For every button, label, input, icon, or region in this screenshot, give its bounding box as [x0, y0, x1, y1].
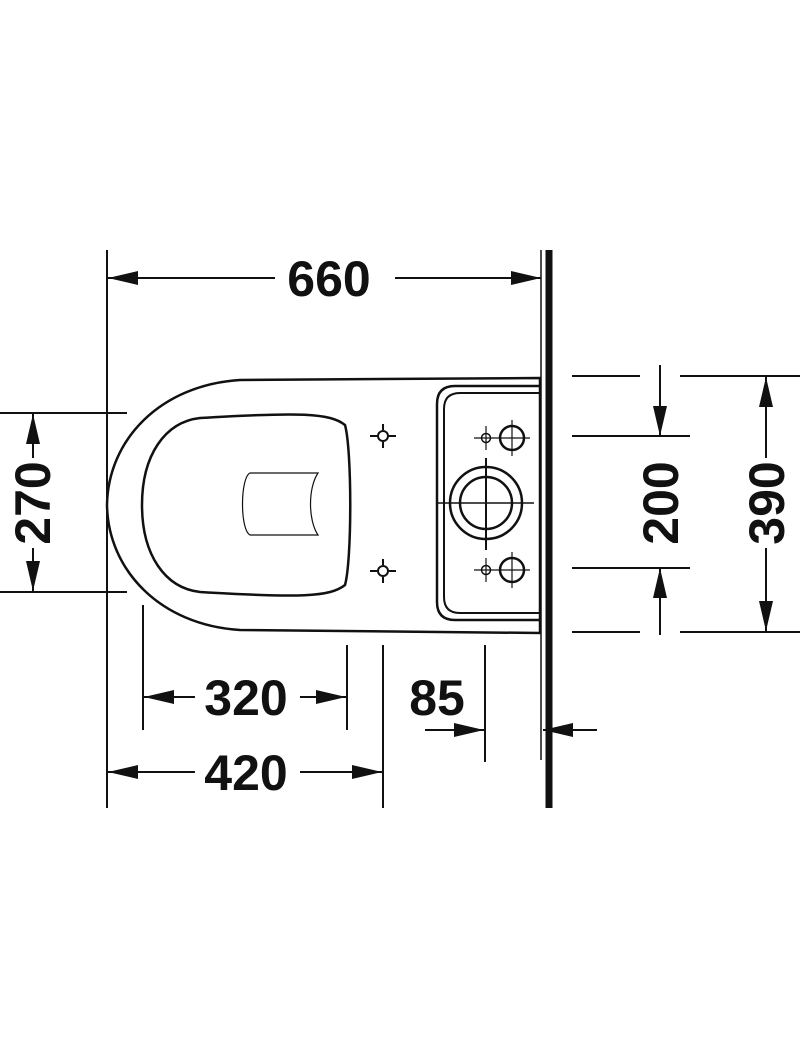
extension-lines	[0, 250, 800, 808]
dimension-85: 85	[409, 670, 465, 726]
dimension-660: 660	[287, 251, 370, 307]
dimension-200: 200	[633, 461, 689, 544]
dimension-390: 390	[739, 461, 795, 544]
dimension-420: 420	[204, 745, 287, 801]
dimension-arrows	[26, 271, 773, 779]
toilet-plan	[105, 376, 542, 635]
dimension-270: 270	[5, 461, 61, 544]
dimension-320: 320	[204, 670, 287, 726]
